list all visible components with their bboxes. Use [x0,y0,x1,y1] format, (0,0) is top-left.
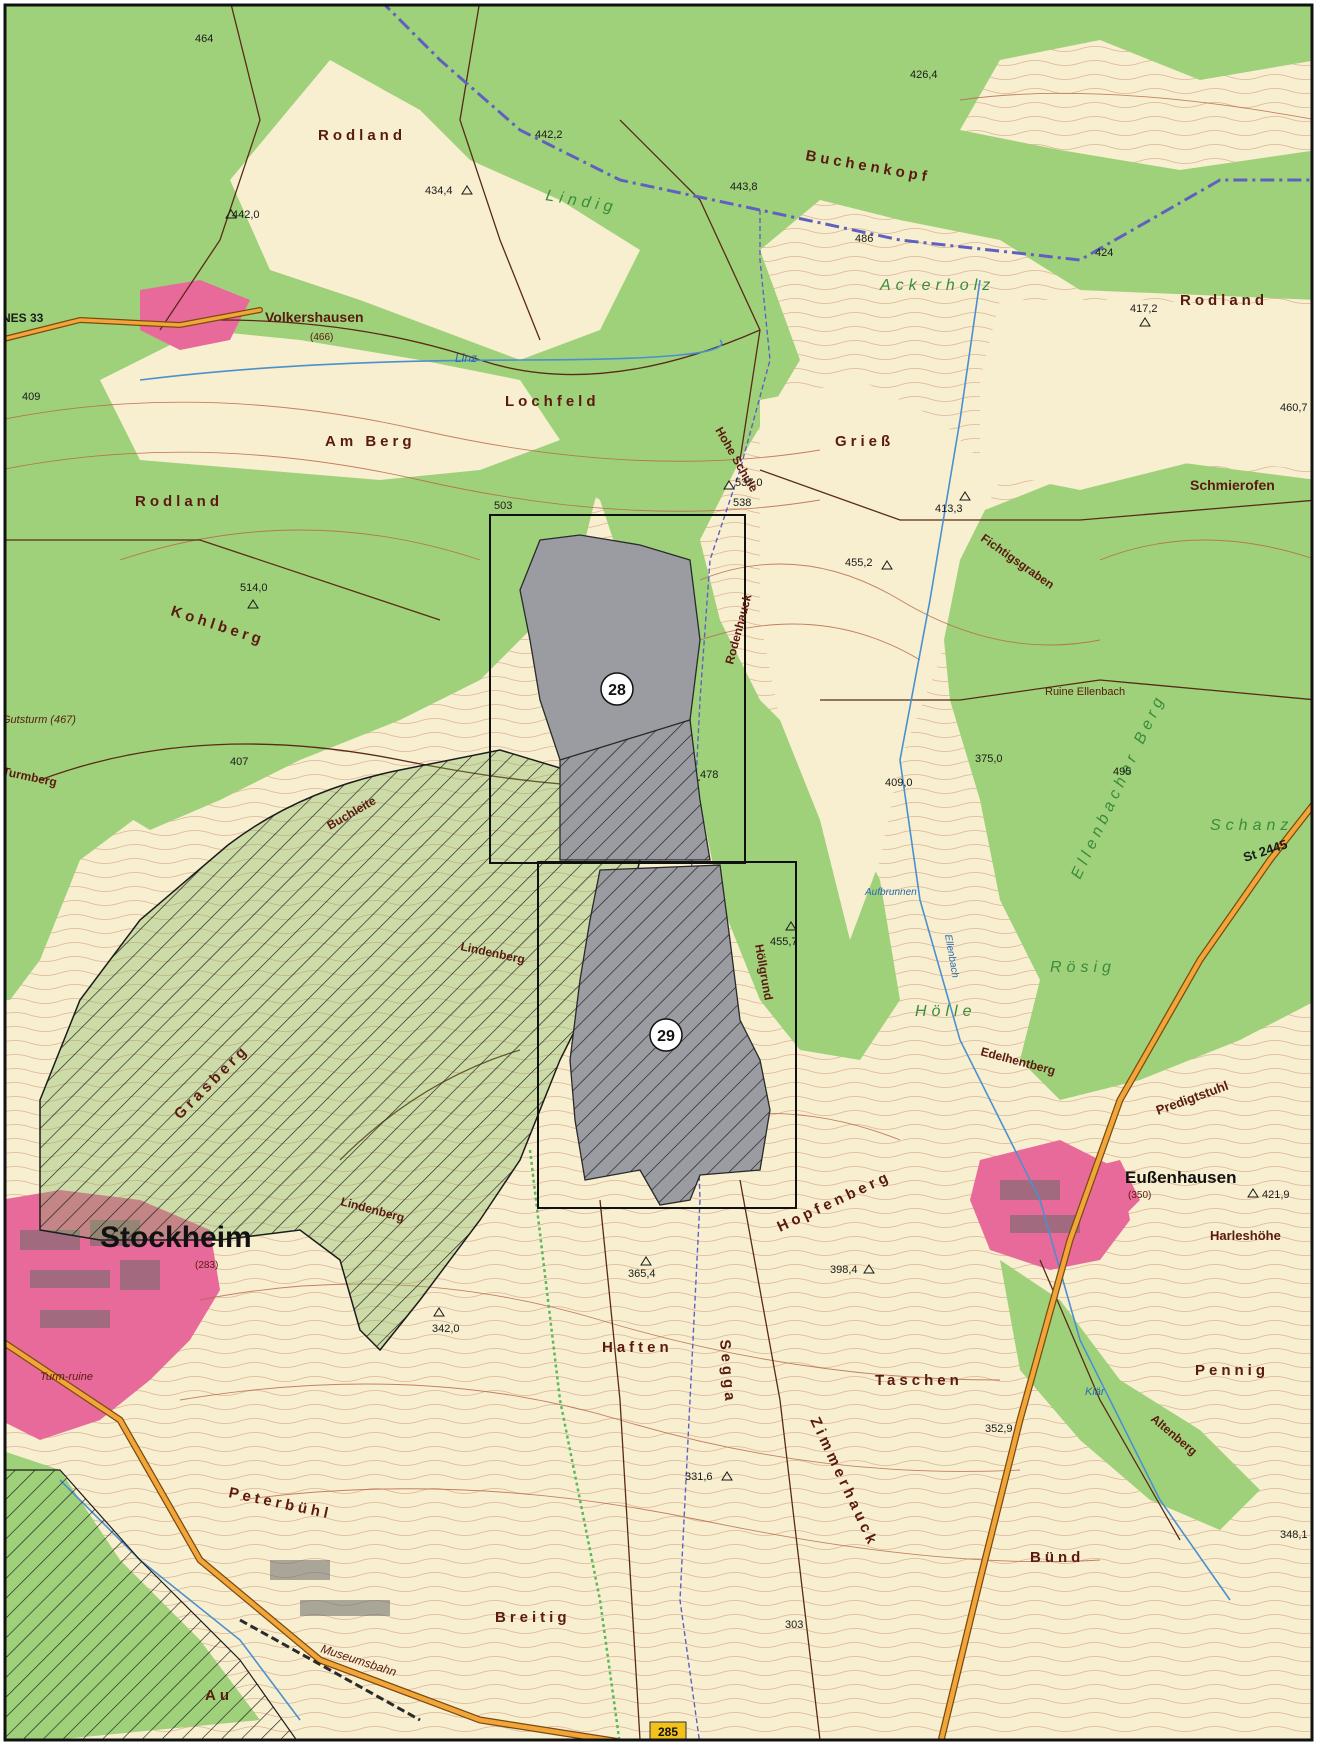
label-linz: Linz [455,351,477,365]
label-eussenhausen: Eußenhausen [1125,1168,1236,1187]
roads [5,307,1312,1740]
elevation-label: 413,3 [935,503,963,515]
elevation-label: 478 [700,769,718,781]
elevation-label: 495 [1113,766,1131,778]
label-au: Au [205,1687,233,1704]
label-buend: Bünd [1030,1549,1084,1566]
label-stockheim-height: (283) [195,1260,218,1271]
elevation-label: 424 [1095,247,1113,259]
elevation-label: 331,6 [685,1471,713,1483]
elevation-label: 409,0 [885,777,913,789]
elevation-label: 398,4 [830,1264,858,1276]
elevation-label: 460,7 [1280,402,1308,414]
label-harleshoehe: Harleshöhe [1210,1228,1281,1243]
trig-points [225,185,1259,1481]
protected-area-sw [5,1469,298,1740]
elevation-label: 503 [494,500,512,512]
elevation-label: 417,2 [1130,303,1158,315]
marker-29-label: 29 [657,1028,675,1045]
label-klaer: Klär [1085,1386,1106,1398]
label-haften: Haften [602,1339,673,1356]
district-border [679,210,771,1740]
green-trail [528,1149,621,1740]
label-eussenhausen-height: (350) [1128,1190,1151,1201]
label-turmruine: Turm-ruine [40,1371,93,1383]
elevation-label: 538 [733,497,751,509]
label-griess: Grieß [835,433,894,450]
elevation-label: 455,2 [845,557,873,569]
elevation-label: 342,0 [432,1323,460,1335]
elevation-label: 434,4 [425,185,453,197]
elevation-label: 486 [855,233,873,245]
museumsbahn-rail [239,1618,421,1722]
label-gutsturm: Gutsturm (467) [2,714,76,726]
label-volkershausen: Volkershausen [265,309,364,325]
road-shield-285: 285 [649,1721,687,1740]
label-ackerholz: Ackerholz [879,277,995,294]
elevation-label: 407 [230,756,248,768]
label-schanz: Schanz [1210,817,1293,834]
elevation-label: 442,2 [535,129,563,141]
map-frame [3,3,1314,1742]
elevation-label: 464 [195,33,213,45]
label-rodland-west: Rodland [135,493,223,510]
elevation-label: 426,4 [910,69,938,81]
elevation-label: 352,9 [985,1423,1013,1435]
marker-28-label: 28 [608,682,626,699]
label-am-berg: Am Berg [325,433,416,450]
elevation-label: 421,9 [1262,1189,1290,1201]
label-pennig: Pennig [1195,1362,1269,1379]
label-volkershausen-height: (466) [310,332,333,343]
marker-28[interactable]: 28 [600,672,634,706]
label-rodland-north: Rodland [318,127,406,144]
elevation-label: 514,0 [240,582,268,594]
label-lochfeld: Lochfeld [505,393,600,410]
area-28-hatch [560,720,710,860]
state-border [382,5,1312,262]
label-hoelle: Hölle [915,1003,976,1020]
label-segga: Segga [716,1339,739,1405]
label-rodland-east: Rodland [1180,292,1268,309]
elevation-label: 409 [22,391,40,403]
protected-area-hatch [40,750,640,1350]
elevation-label: 365,4 [628,1268,656,1280]
elevation-label: 375,0 [975,753,1003,765]
road-label-nes33: NES 33 [2,311,44,325]
area-29-frame [537,861,797,1209]
elevation-labels: 464 426,4 442,2 443,8 434,4 442,0 486 42… [22,33,1308,1631]
elevation-label: 443,8 [730,181,758,193]
label-taschen: Taschen [875,1372,963,1389]
elevation-label: 348,1 [1280,1529,1308,1541]
label-ruine-ellenbach: Ruine Ellenbach [1045,686,1125,698]
label-aufbrunnen: Aufbrunnen [864,887,917,898]
label-breitig: Breitig [495,1609,571,1626]
label-schmierofen: Schmierofen [1190,477,1275,493]
svg-text:285: 285 [658,1725,678,1739]
label-roesig: Rösig [1050,959,1116,976]
label-stockheim: Stockheim [100,1221,252,1254]
elevation-label: 455,7 [770,936,798,948]
elevation-label: 537,0 [735,477,763,489]
marker-29[interactable]: 29 [649,1018,683,1052]
elevation-label: 442,0 [232,209,260,221]
elevation-label: 303 [785,1619,803,1631]
